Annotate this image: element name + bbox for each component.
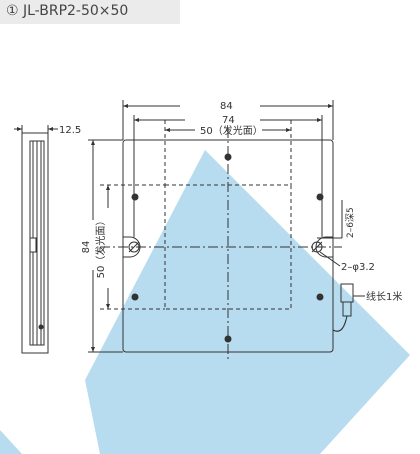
overall-width-label: 84 [220, 101, 233, 112]
overall-height-label: 84 [81, 241, 92, 254]
emitting-width-label: 50（发光面） [200, 124, 263, 137]
front-view [88, 100, 365, 360]
decorative-band-corner [0, 430, 22, 454]
diagram-title: ① JL-BRP2-50×50 [6, 3, 129, 19]
cable-length-label: 线长1米 [366, 290, 402, 303]
emitting-height-label: 50（发光面） [94, 216, 107, 279]
slot-depth-label: 2–6深5 [345, 207, 356, 238]
title-bar: ① JL-BRP2-50×50 [0, 0, 180, 24]
hole-spacing-label: 74 [222, 115, 235, 126]
side-thickness-label: 12.5 [59, 125, 81, 136]
hole-diameter-label: 2–φ3.2 [341, 262, 375, 273]
decorative-band [85, 150, 410, 454]
side-view [14, 125, 58, 354]
